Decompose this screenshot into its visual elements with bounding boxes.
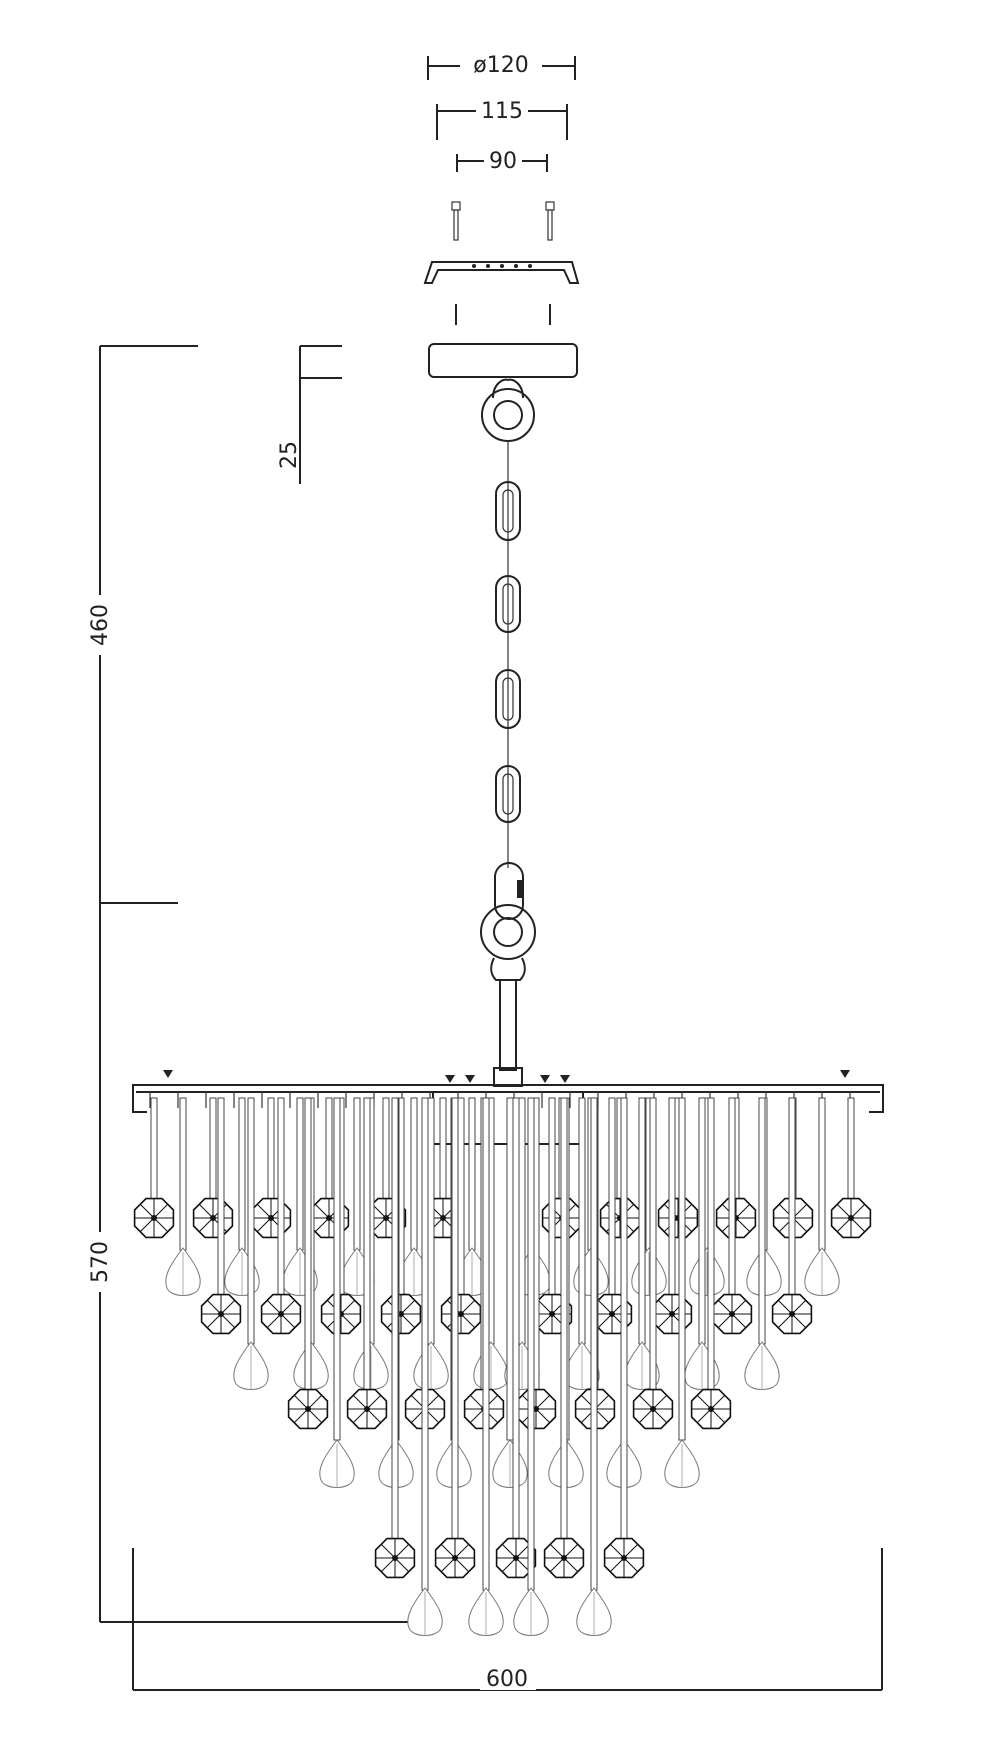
crystal-rod — [427, 1097, 435, 1345]
lower-hook-ring — [480, 862, 536, 981]
crystal-rod — [277, 1097, 285, 1296]
crystal-rod — [410, 1097, 418, 1251]
wall-anchor-icon — [455, 304, 551, 325]
crystal-rod — [325, 1097, 333, 1201]
dim-body-width-label: 600 — [486, 1667, 528, 1692]
crystal-rod — [296, 1097, 304, 1251]
crystal-rod — [267, 1097, 275, 1201]
dim-mount-inner: 90 — [456, 146, 548, 174]
crystal-rod — [578, 1097, 586, 1345]
chain-link — [495, 765, 521, 823]
crystal-rod — [649, 1097, 657, 1391]
dim-canopy-height: 25 — [277, 345, 342, 484]
dim-canopy-diameter-label: ø120 — [473, 53, 528, 78]
crystal-rod — [518, 1097, 526, 1345]
dim-body-height-label: 570 — [88, 1241, 113, 1283]
chain-link — [495, 481, 521, 541]
crystal-rod — [217, 1097, 225, 1296]
crystal-rod — [638, 1097, 646, 1345]
crystal-rod — [439, 1097, 447, 1201]
crystal-rod — [421, 1097, 429, 1591]
crystal-rod — [304, 1097, 312, 1391]
dim-mount-outer-label: 115 — [481, 99, 523, 124]
crystal-rod — [512, 1097, 520, 1541]
crystal-rod — [620, 1097, 628, 1541]
crystal-rod — [728, 1097, 736, 1296]
dim-body-width: 600 — [132, 1548, 883, 1692]
crystal-rod — [698, 1097, 706, 1345]
dim-canopy-diameter: ø120 — [427, 48, 576, 80]
crystal-rod — [678, 1097, 686, 1441]
chain-link — [495, 575, 521, 633]
dim-body-height: 570 — [86, 1232, 420, 1623]
crystal-rod — [847, 1097, 855, 1201]
chain-link — [495, 669, 521, 729]
crystal-rod — [707, 1097, 715, 1391]
top-hook-ring — [481, 378, 535, 442]
dim-canopy-height-label: 25 — [277, 441, 302, 469]
crystal-rod — [382, 1097, 390, 1201]
suspension-chain — [495, 441, 521, 868]
dim-mount-outer: 115 — [436, 94, 568, 140]
crystal-rod — [451, 1097, 459, 1541]
crystal-rod — [482, 1097, 490, 1591]
crystal-rod — [209, 1097, 217, 1201]
crystal-rod — [548, 1097, 556, 1296]
mounting-screw-icon — [451, 201, 555, 241]
crystal-rod — [353, 1097, 361, 1251]
crystal-rod — [333, 1097, 341, 1441]
dim-chain-length: 460 — [86, 345, 198, 1622]
dim-mount-inner-label: 90 — [489, 149, 517, 174]
dim-chain-length-label: 460 — [88, 604, 113, 646]
crystal-rod — [506, 1097, 514, 1441]
crystal-rod — [758, 1097, 766, 1345]
crystal-rod — [457, 1097, 465, 1296]
crystal-rod — [527, 1097, 535, 1591]
down-rod — [493, 979, 523, 1087]
crystal-rod — [247, 1097, 255, 1345]
crystal-rod — [818, 1097, 826, 1251]
ceiling-canopy — [428, 343, 578, 378]
crystal-rod — [668, 1097, 676, 1296]
crystal-rod — [560, 1097, 568, 1541]
crystal-rod — [150, 1097, 158, 1201]
crystal-rod — [608, 1097, 616, 1296]
crystal-rod — [238, 1097, 246, 1251]
crystal-rod — [363, 1097, 371, 1391]
crystal-rod — [590, 1097, 598, 1591]
mounting-bracket-icon — [423, 261, 580, 284]
crystal-rod — [468, 1097, 476, 1251]
crystal-cascade — [133, 1097, 872, 1636]
crystal-rod — [391, 1097, 399, 1541]
crystal-rod — [788, 1097, 796, 1296]
crystal-rod — [179, 1097, 187, 1251]
